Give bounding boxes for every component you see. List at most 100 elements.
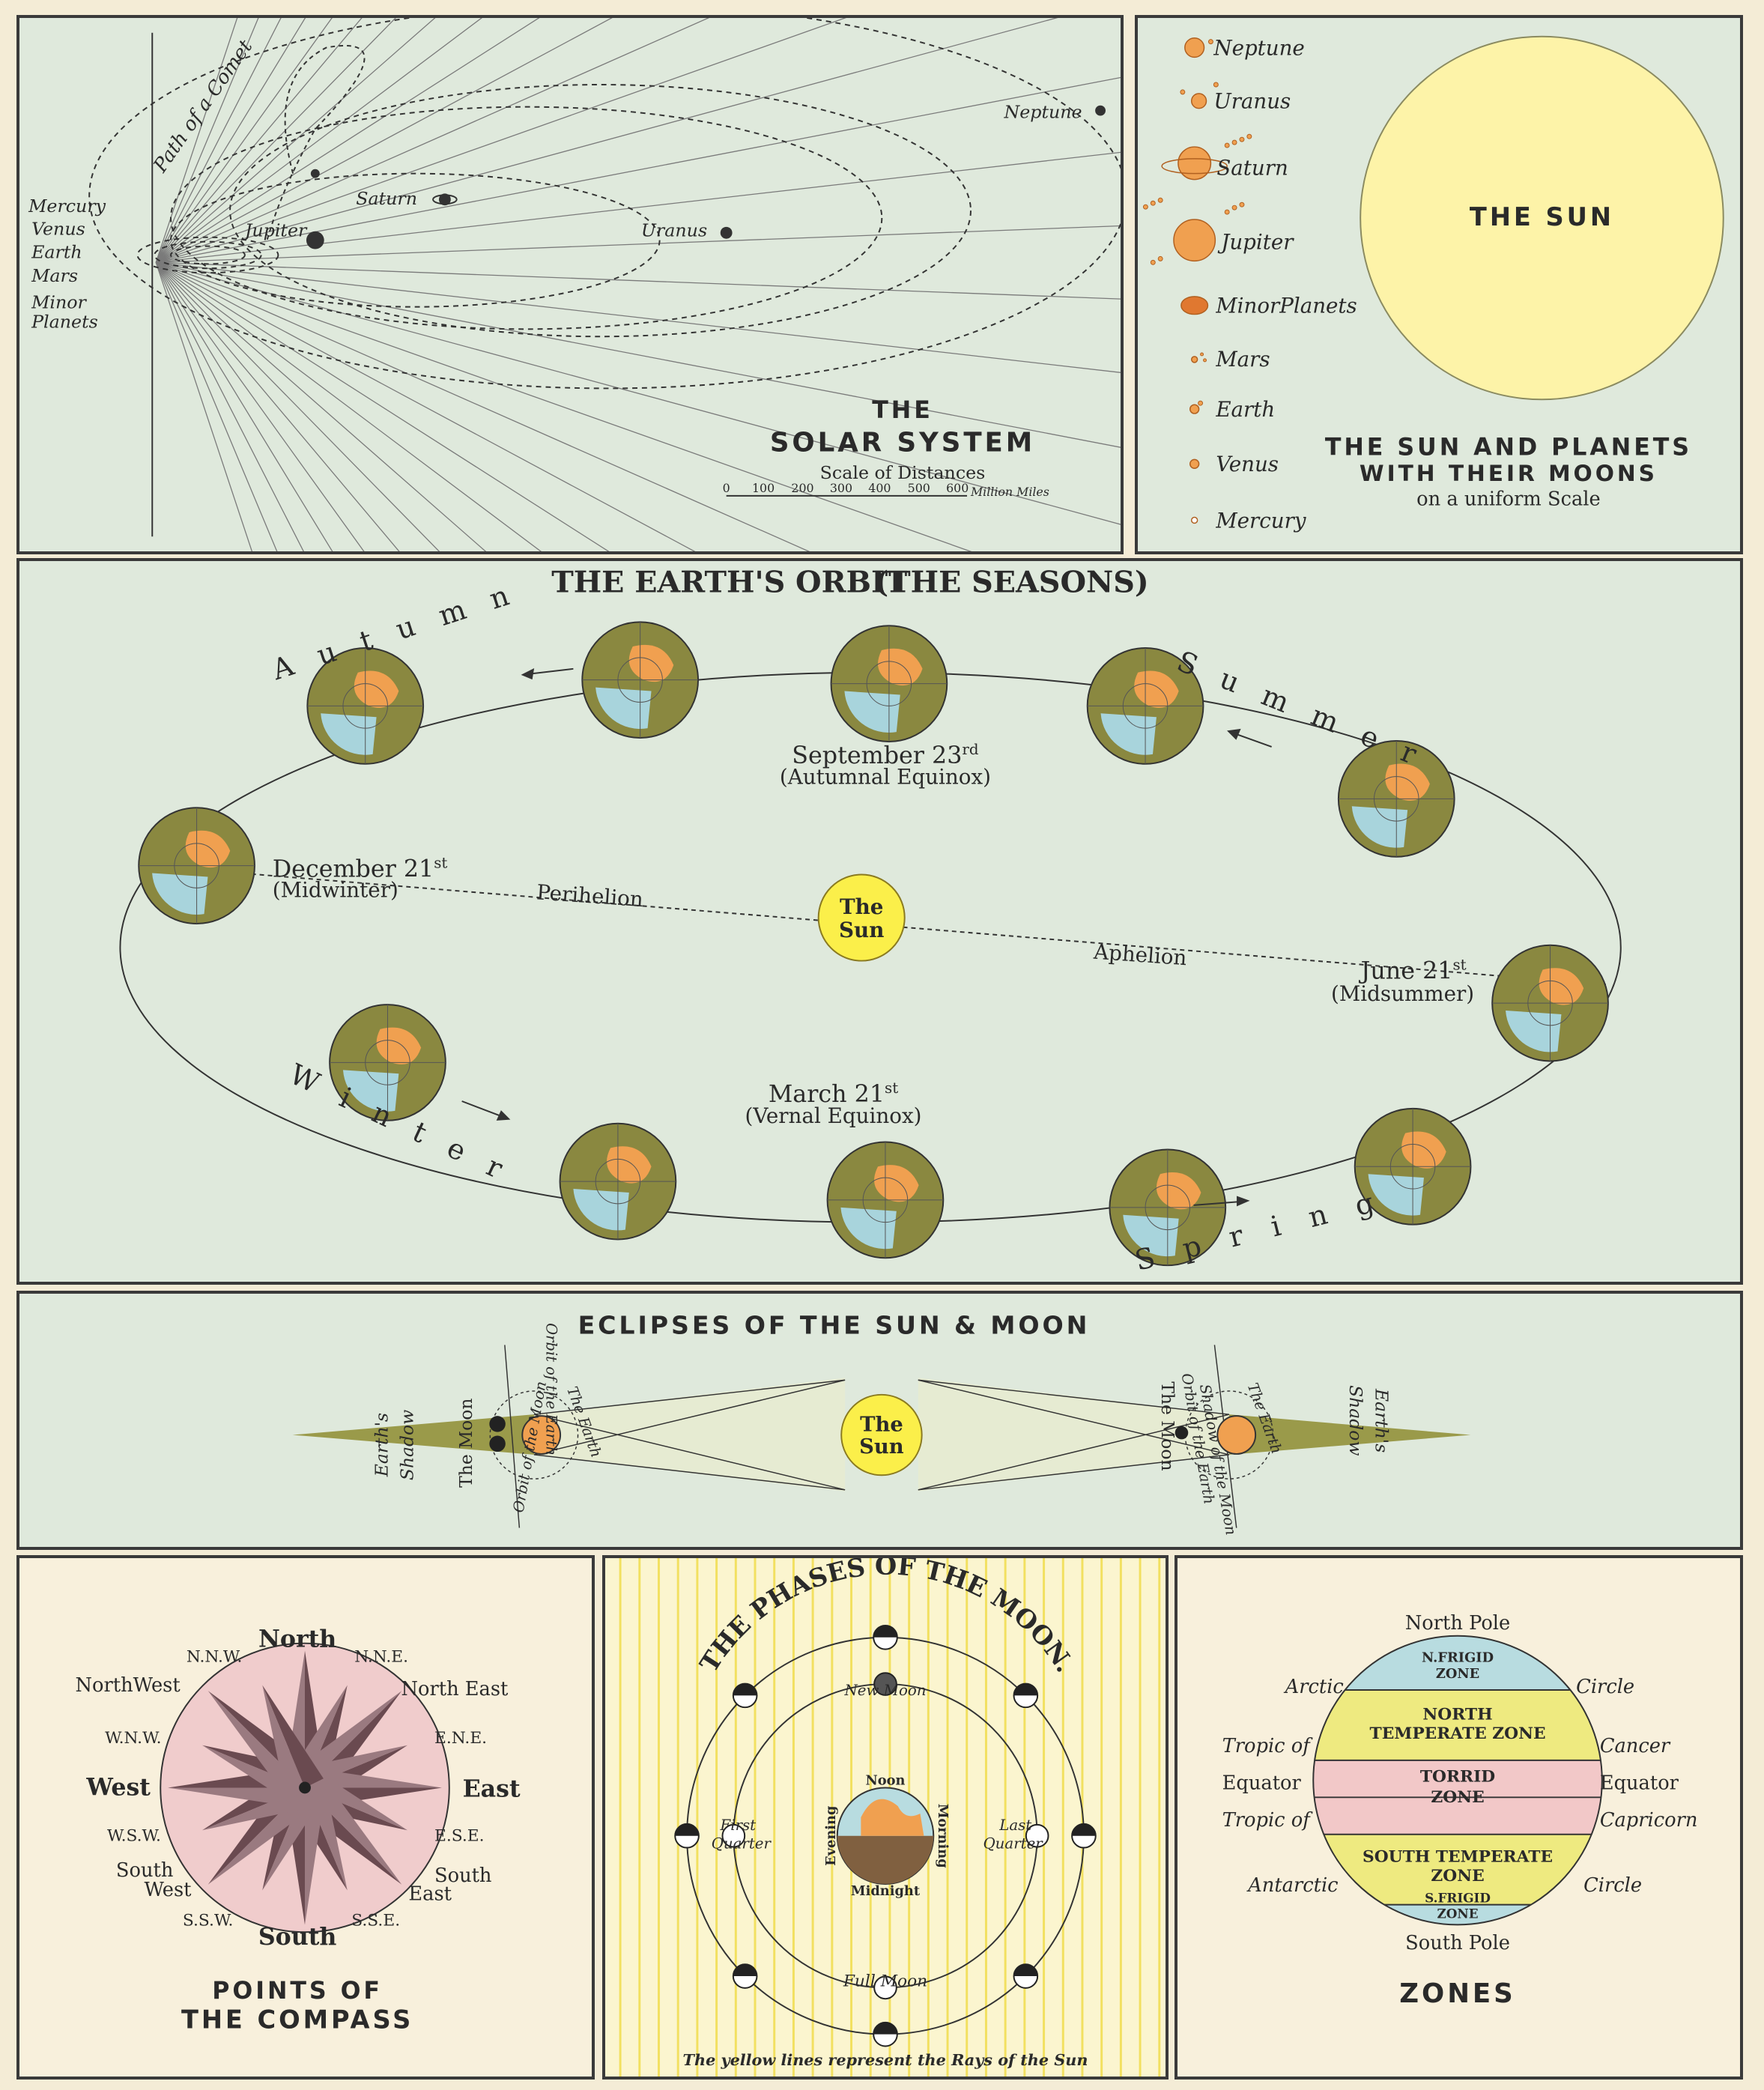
earth-globe-icon [581, 621, 700, 739]
earth-globe-icon [306, 647, 425, 765]
earth-shadow-right [1228, 1414, 1471, 1455]
earth-shadow-left [292, 1414, 534, 1455]
compass-diagram: North South East West N.N.W. N.N.E. Nort… [76, 1626, 521, 2035]
compass-panel: North South East West N.N.W. N.N.E. Nort… [16, 1555, 595, 2080]
scale-tick-100: 100 [752, 481, 775, 495]
moon-view-icon [1025, 1823, 1049, 1848]
tropic-label-2: Tropic of [1222, 1809, 1314, 1832]
orbit-title-seasons: (THE SEASONS) [874, 566, 1148, 600]
label-wsw: W.S.W. [107, 1827, 161, 1846]
arrow-autumn-head [521, 668, 535, 680]
apsis-line [194, 868, 1607, 986]
planets-label: Planets [31, 311, 98, 332]
midnight-label: Midnight [851, 1883, 921, 1899]
arrow-autumn [528, 667, 574, 675]
sun-planets-title-3: on a uniform Scale [1416, 488, 1601, 511]
compass-title-2: THE COMPASS [181, 2005, 413, 2035]
left-moon-icon [489, 1416, 506, 1432]
first-quarter-2: Quarter [712, 1835, 772, 1853]
eclipse-sun-icon [840, 1393, 923, 1476]
minor-planets-icon [1180, 296, 1209, 315]
moon-phase-icon [732, 1963, 758, 1989]
mercury-name: Mercury [1215, 508, 1306, 533]
earth-globe-icon [1491, 944, 1609, 1062]
neptune-icon [1184, 37, 1205, 58]
neptune-dot [1095, 105, 1106, 116]
mercury-label: Mercury [28, 196, 106, 216]
north-temp-2: TEMPERATE ZONE [1370, 1724, 1546, 1743]
moon-phase-icon [1013, 1963, 1039, 1989]
right-shadow-label: Shadow [1345, 1385, 1366, 1456]
scale-label: Scale of Distances [820, 462, 986, 483]
earth-name: Earth [1215, 397, 1275, 422]
earth-globe-icon [329, 1004, 446, 1121]
september-date: September 23rd [792, 741, 979, 769]
earth-globes [138, 621, 1609, 1267]
moon-phase-icon [732, 1682, 758, 1709]
venus-label: Venus [31, 219, 85, 240]
sun-planets-diagram: THE SUN Neptune Uranus Saturn Jupiter Mi… [1142, 35, 1724, 533]
equator-left: Equator [1222, 1772, 1302, 1794]
compass-point-shade [291, 1691, 402, 1788]
mercury-icon [1190, 516, 1198, 524]
solar-title-1: THE [872, 397, 933, 424]
compass-point-shade [305, 1774, 402, 1885]
sun-planets-title-1: THE SUN AND PLANETS [1325, 434, 1692, 461]
saturn-ring-icon [432, 194, 458, 205]
label-southeast-2: East [408, 1883, 452, 1906]
full-moon-label: Full Moon [843, 1972, 927, 1990]
solar-title-2: SOLAR SYSTEM [770, 428, 1035, 458]
perihelion-label: Perihelion [536, 879, 644, 912]
moon-phase-icon [1071, 1823, 1097, 1849]
jupiter-icon [1173, 219, 1216, 262]
capricorn-label: Capricorn [1600, 1809, 1698, 1832]
last-quarter-2: Quarter [983, 1835, 1043, 1853]
south-temp-1: SOUTH TEMPERATE [1363, 1847, 1553, 1866]
cancer-label: Cancer [1600, 1735, 1671, 1757]
compass-point-shade [168, 1787, 306, 1809]
sun-icon [817, 873, 906, 962]
label-nne: N.N.E. [354, 1647, 408, 1666]
saturn-icon [1177, 146, 1212, 181]
left-moon-icon-2 [489, 1435, 506, 1453]
compass-star [168, 1650, 442, 1925]
december-date: December 21st [273, 855, 448, 883]
mars-icon [1190, 356, 1198, 363]
eclipses-panel: ECLIPSES OF THE SUN & MOON The Sun Earth… [16, 1291, 1743, 1550]
n-frigid-2: ZONE [1436, 1666, 1479, 1682]
scale-tick-400: 400 [868, 481, 891, 495]
s-frigid-2: ZONE [1437, 1906, 1478, 1921]
label-ene: E.N.E. [434, 1729, 487, 1748]
moon-icons [674, 1624, 1097, 2047]
march-sub: (Vernal Equinox) [745, 1103, 922, 1128]
earth-globe-icon [1086, 647, 1204, 765]
compass-point-shade [305, 1766, 442, 1788]
distance-rays [155, 18, 1121, 551]
scale-unit: Million Miles [970, 485, 1049, 499]
earth-globe-icon [1109, 1148, 1227, 1267]
label-ese: E.S.E. [434, 1827, 485, 1846]
moons-group [1142, 39, 1252, 406]
moon-phases-panel: THE PHASES OF THE MOON. Noon Midnight Ev… [602, 1555, 1169, 2080]
eclipses-title: ECLIPSES OF THE SUN & MOON [578, 1311, 1091, 1340]
ray-lines [489, 1345, 1274, 1528]
zones-title: ZONES [1399, 1978, 1516, 2009]
moon-view-icon [873, 1672, 897, 1696]
saturn-name: Saturn [1216, 156, 1288, 181]
venus-name: Venus [1216, 452, 1279, 476]
earth-globe-icon [559, 1122, 677, 1241]
arrow-summer-head [1227, 728, 1241, 740]
south-pole-label: South Pole [1405, 1932, 1510, 1954]
earth-globe-icon [1354, 1107, 1472, 1226]
neptune-label: Neptune [1003, 102, 1082, 123]
label-northwest: NorthWest [76, 1674, 181, 1697]
minor-planets-name: MinorPlanets [1215, 294, 1357, 318]
label-southeast-1: South [434, 1865, 491, 1887]
uranus-dot [720, 226, 733, 239]
moon-phase-icon [873, 1624, 898, 1650]
jupiter-label: Jupiter [242, 220, 308, 241]
mars-label: Mars [31, 265, 78, 286]
scale-tick-300: 300 [830, 481, 852, 495]
north-temperate-zone [1313, 1689, 1602, 1760]
right-earths-label: Earth's [1371, 1388, 1392, 1453]
